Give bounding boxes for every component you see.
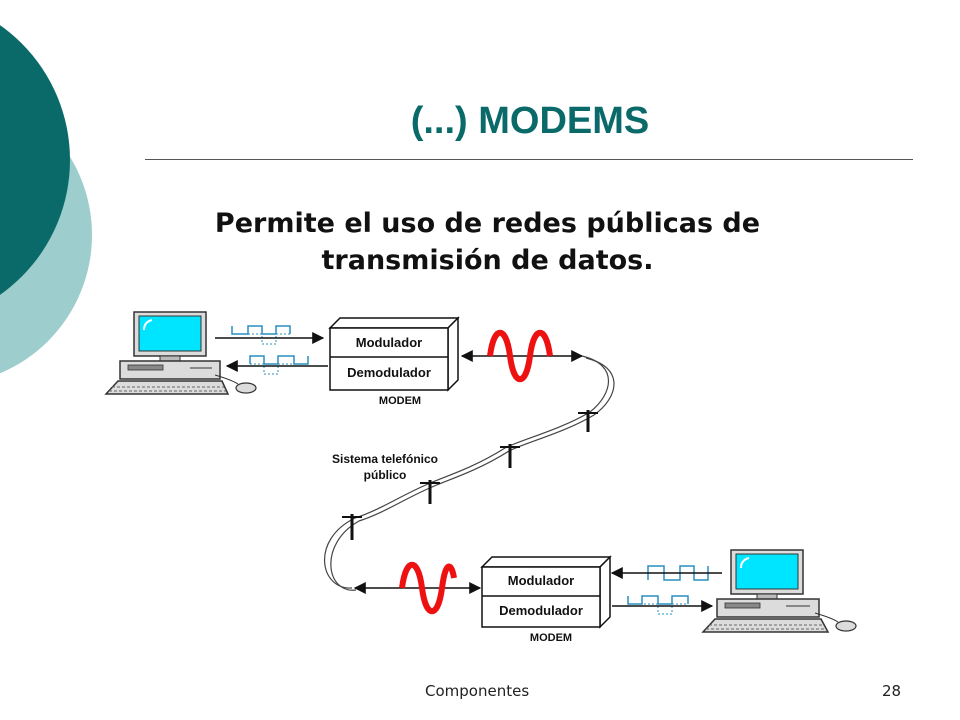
telephone-pole-2-icon [500, 444, 520, 468]
computer-top-icon [104, 311, 257, 395]
telephone-pole-4-icon [342, 514, 362, 540]
digital-signal-top-in [225, 355, 328, 375]
page-number: 28 [882, 682, 902, 700]
modem-top-modulator-label: Modulador [356, 335, 422, 350]
footer-text: Componentes [425, 682, 530, 700]
telephone-line [324, 355, 615, 591]
digital-signal-top-out [215, 325, 325, 345]
modem-top-caption: MODEM [379, 395, 421, 407]
subtitle-line-2: transmisión de datos. [321, 245, 654, 276]
digital-signal-bottom-out [612, 595, 714, 615]
analog-wave-top [460, 330, 584, 382]
modem-bottom-caption: MODEM [530, 632, 572, 644]
telephone-pole-3-icon [420, 480, 440, 504]
dark-teal-circle [0, 25, 70, 295]
modem-bottom-modulator-label: Modulador [508, 573, 574, 588]
slide-title: (...) MODEMS [410, 100, 650, 142]
modem-top-demodulator-label: Demodulador [347, 365, 431, 380]
slide-subtitle: Permite el uso de redes públicas de tran… [150, 205, 825, 279]
network-label-line-1: Sistema telefónico [332, 452, 438, 466]
telephone-pole-1-icon [578, 410, 598, 432]
network-label-line-2: público [364, 468, 407, 482]
analog-wave-bottom [353, 562, 482, 614]
modem-top: Modulador Demodulador MODEM [328, 316, 460, 407]
computer-bottom-icon [701, 549, 857, 633]
title-divider [145, 159, 913, 160]
subtitle-line-1: Permite el uso de redes públicas de [214, 208, 761, 239]
modem-bottom: Modulador Demodulador MODEM [480, 555, 612, 644]
modem-bottom-demodulator-label: Demodulador [499, 603, 583, 618]
digital-signal-bottom-in [610, 565, 722, 581]
